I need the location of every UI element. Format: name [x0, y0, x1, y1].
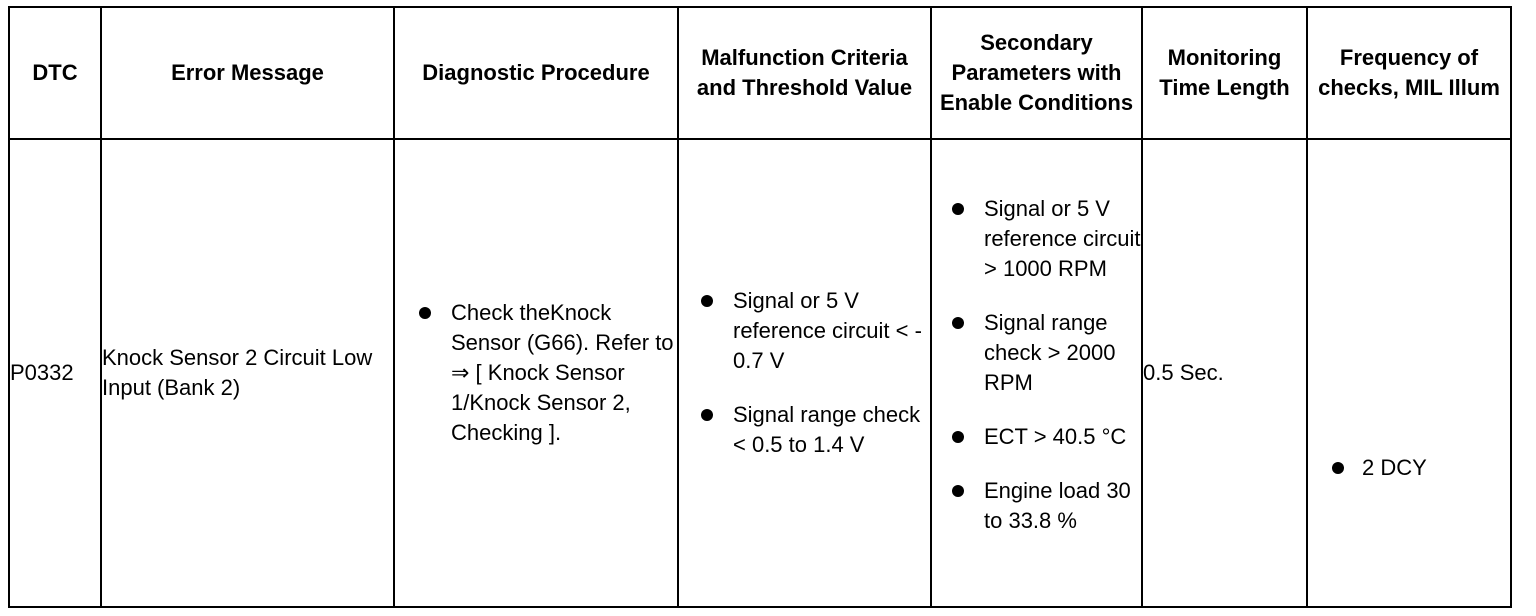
cell-secondary-parameters: Signal or 5 V reference circuit > 1000 R…	[930, 138, 1143, 608]
bullet-icon	[952, 203, 964, 215]
table-row: P0332 Knock Sensor 2 Circuit Low Input (…	[8, 138, 1512, 608]
cell-diagnostic-procedure: Check theKnock Sensor (G66). Refer to ⇒ …	[393, 138, 679, 608]
cell-malfunction-criteria: Signal or 5 V reference circuit < - 0.7 …	[677, 138, 932, 608]
list-item: 2 DCY	[1308, 453, 1510, 483]
list-item: Signal or 5 V reference circuit > 1000 R…	[932, 194, 1141, 284]
header-monitoring-time: Monitoring Time Length	[1141, 6, 1308, 140]
list-item: Engine load 30 to 33.8 %	[932, 476, 1141, 536]
list-item: Signal range check > 2000 RPM	[932, 308, 1141, 398]
dtc-table: DTC Error Message Diagnostic Procedure M…	[8, 6, 1512, 608]
list-item: Check theKnock Sensor (G66). Refer to ⇒ …	[395, 298, 677, 448]
cell-error-message: Knock Sensor 2 Circuit Low Input (Bank 2…	[100, 138, 395, 608]
dtc-table-container: DTC Error Message Diagnostic Procedure M…	[8, 6, 1512, 608]
malfunction-criteria-list: Signal or 5 V reference circuit < - 0.7 …	[679, 286, 930, 460]
header-malfunction-criteria: Malfunction Criteria and Threshold Value	[677, 6, 932, 140]
header-secondary-parameters: Secondary Parameters with Enable Conditi…	[930, 6, 1143, 140]
list-item: Signal range check < 0.5 to 1.4 V	[679, 400, 930, 460]
bullet-icon	[701, 295, 713, 307]
cell-dtc-code: P0332	[8, 138, 102, 608]
bullet-icon	[952, 317, 964, 329]
header-error-message: Error Message	[100, 6, 395, 140]
diagnostic-procedure-list: Check theKnock Sensor (G66). Refer to ⇒ …	[395, 298, 677, 448]
frequency-list: 2 DCY	[1308, 263, 1510, 483]
cell-frequency: 2 DCY	[1306, 138, 1512, 608]
list-item: Signal or 5 V reference circuit < - 0.7 …	[679, 286, 930, 376]
bullet-icon	[419, 307, 431, 319]
header-diagnostic-procedure: Diagnostic Procedure	[393, 6, 679, 140]
list-item: ECT > 40.5 °C	[932, 422, 1141, 452]
bullet-icon	[952, 431, 964, 443]
bullet-icon	[952, 485, 964, 497]
header-row: DTC Error Message Diagnostic Procedure M…	[8, 6, 1512, 140]
cell-monitoring-time: 0.5 Sec.	[1141, 138, 1308, 608]
bullet-icon	[1332, 462, 1344, 474]
bullet-icon	[701, 409, 713, 421]
secondary-parameters-list: Signal or 5 V reference circuit > 1000 R…	[932, 186, 1141, 536]
header-frequency: Frequency of checks, MIL Illum	[1306, 6, 1512, 140]
header-dtc: DTC	[8, 6, 102, 140]
